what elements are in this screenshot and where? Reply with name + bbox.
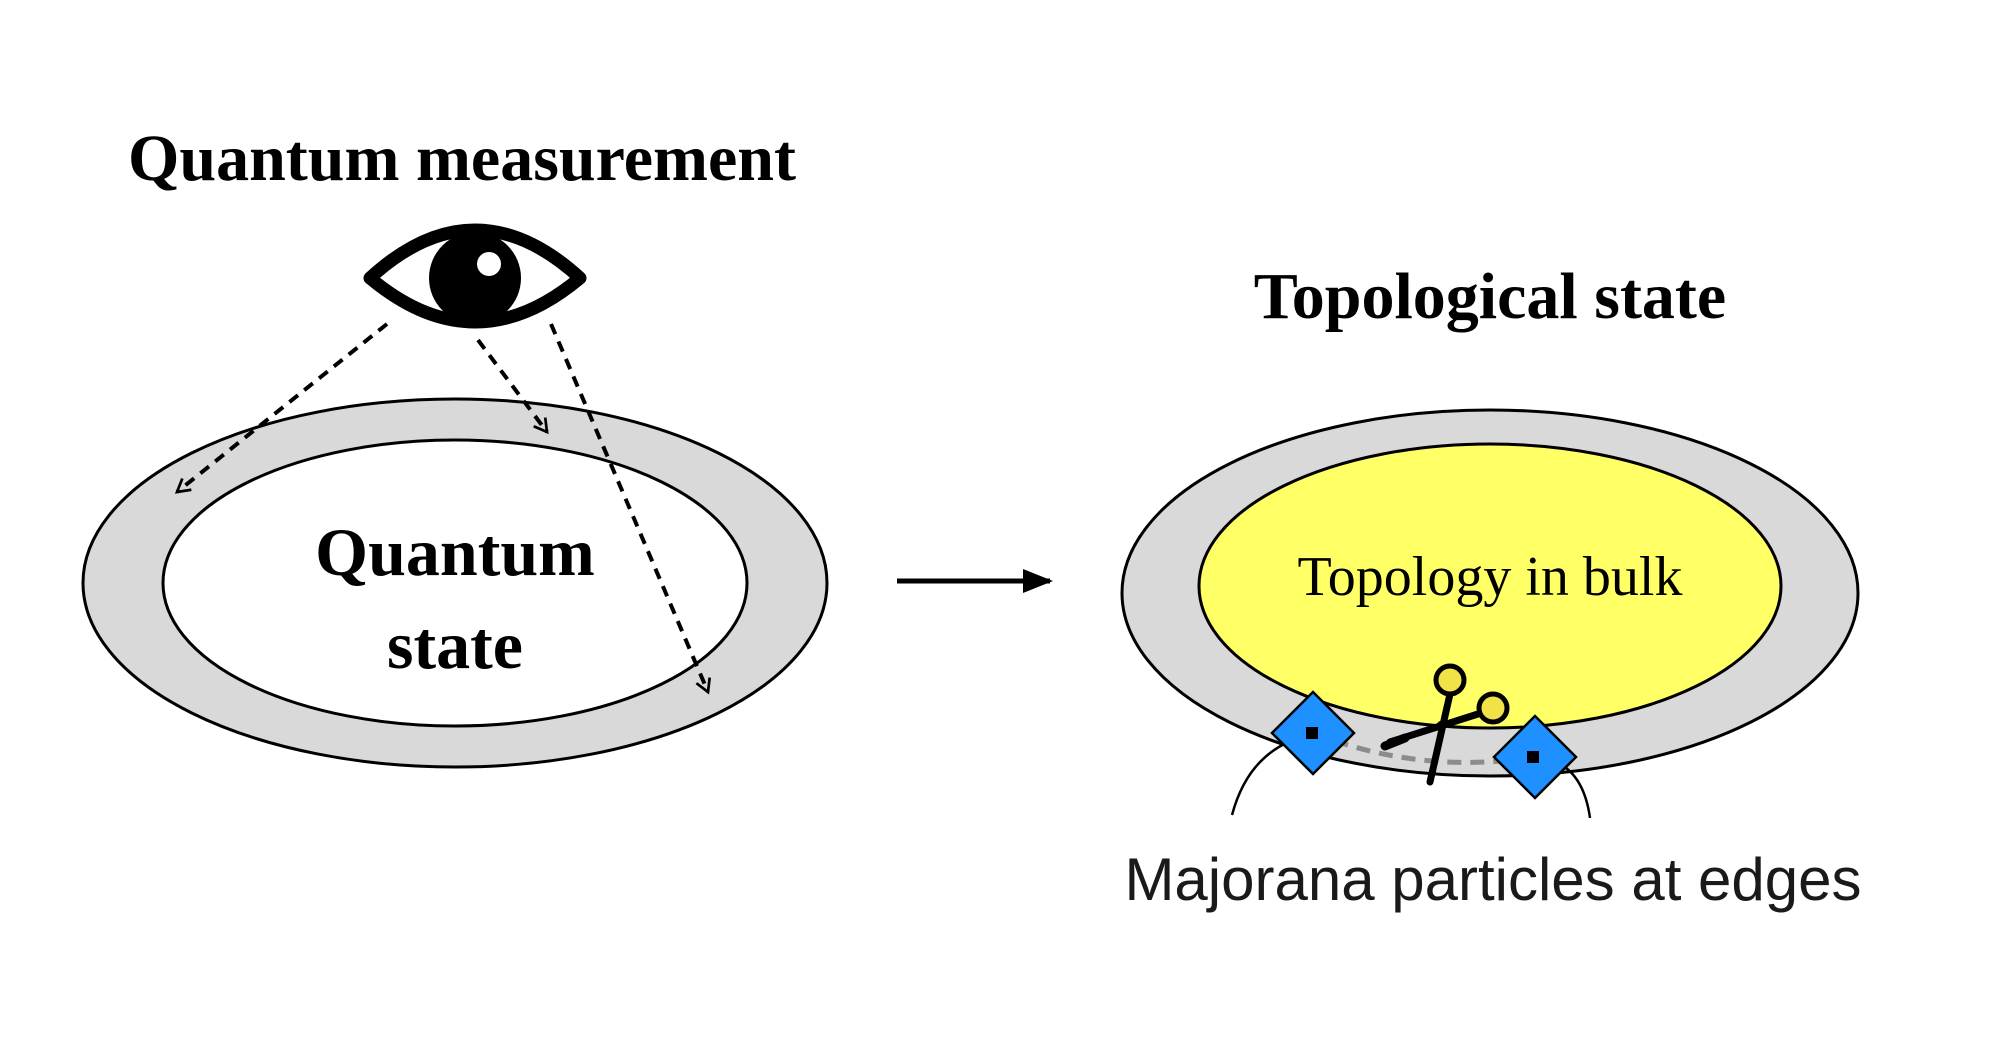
measurement-arrow-middle [476,338,549,435]
eye-icon [363,223,587,329]
quantum-state-label-line2: state [387,607,523,683]
quantum-state-label-line1: Quantum [315,514,595,590]
majorana-caption: Majorana particles at edges [1124,846,1861,913]
majorana-particle-left [1270,690,1356,776]
left-panel-title: Quantum measurement [128,122,796,195]
measurement-arrows [174,322,712,695]
topological-state-ring [1120,408,1860,778]
majorana-particle-right [1492,714,1578,800]
quantum-state-ring [81,397,829,769]
measurement-arrow-right [549,323,712,695]
measurement-arrow-left [174,322,389,494]
right-panel-title: Topological state [1254,260,1726,333]
bulk-label: Topology in bulk [1298,546,1683,608]
bulk-region [1197,442,1783,730]
inner-region [161,438,749,728]
scissors-icon [1380,663,1510,786]
